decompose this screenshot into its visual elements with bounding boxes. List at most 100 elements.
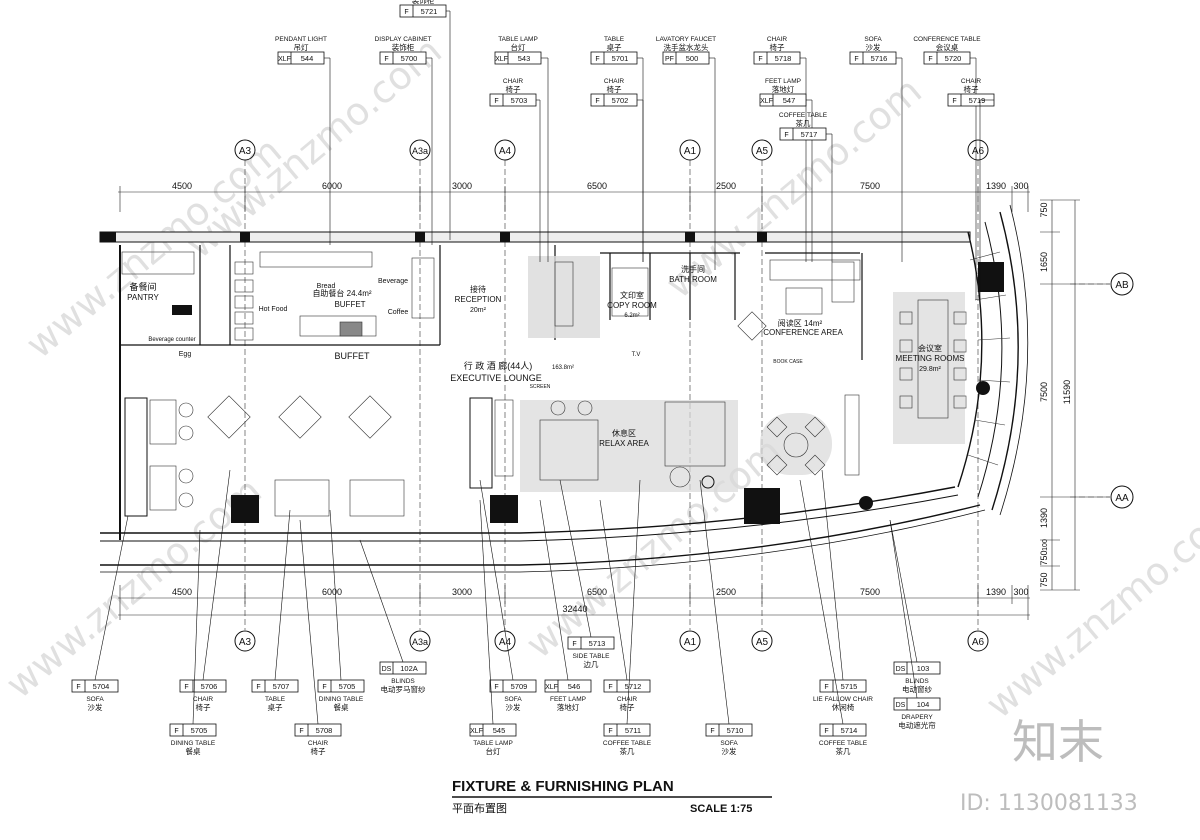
tag-code: F bbox=[256, 684, 260, 691]
tag-label: COFFEE TABLE bbox=[819, 740, 868, 747]
leader-line bbox=[274, 509, 291, 681]
grid-label: A3 bbox=[239, 146, 252, 157]
tag-label: CHAIR bbox=[617, 696, 638, 703]
tag-label-cn: 落地灯 bbox=[557, 702, 580, 712]
dim-total-label: 32440 bbox=[562, 604, 587, 614]
tag-number: 5704 bbox=[93, 682, 110, 691]
tag-label: LAVATORY FAUCET bbox=[656, 36, 716, 43]
dim-label: 2500 bbox=[716, 181, 736, 191]
tag-label: SOFA bbox=[86, 696, 104, 703]
leader-line bbox=[299, 519, 319, 725]
tag-number: 104 bbox=[917, 700, 930, 709]
room-label-relax-cn: 休息区 bbox=[612, 428, 636, 438]
tag-label-cn: 椅子 bbox=[311, 746, 326, 756]
watermark-layer: www.znzmo.com www.znzmo.com www.znzmo.co… bbox=[0, 28, 1200, 727]
leader-line bbox=[626, 479, 641, 725]
title-block: FIXTURE & FURNISHING PLAN 平面布置图 SCALE 1:… bbox=[452, 778, 772, 815]
tag-number: 5701 bbox=[612, 54, 629, 63]
tag-code: F bbox=[299, 728, 303, 735]
lounge-furniture bbox=[124, 259, 1004, 524]
leader-line bbox=[889, 519, 918, 663]
label-screen: SCREEN bbox=[530, 384, 551, 390]
pantry-area bbox=[121, 251, 435, 341]
tag-number: 5710 bbox=[727, 726, 744, 735]
tag-label: TABLE LAMP bbox=[498, 36, 538, 43]
label-coffee: Coffee bbox=[388, 309, 409, 316]
room-label-pantry-cn: 备餐间 bbox=[129, 281, 156, 292]
leader-line bbox=[599, 499, 628, 681]
label-bread: Bread bbox=[317, 283, 336, 290]
room-label-lounge-area: 163.8m² bbox=[552, 365, 574, 371]
dim-label: 750 bbox=[1039, 550, 1049, 565]
leader-line bbox=[329, 509, 342, 681]
dim-label: 7500 bbox=[860, 587, 880, 597]
dim-label: 3000 bbox=[452, 587, 472, 597]
tag-number: 5713 bbox=[589, 639, 606, 648]
watermark-text: www.znzmo.com bbox=[18, 128, 290, 367]
grid-label: A1 bbox=[684, 637, 697, 648]
tag-label: SOFA bbox=[504, 696, 522, 703]
tag-label: FEET LAMP bbox=[550, 696, 586, 703]
room-label-reception-area: 20m² bbox=[470, 307, 487, 314]
tag-code: F bbox=[784, 132, 788, 139]
dim-label: 1650 bbox=[1039, 252, 1049, 272]
room-label-copy-area: 6.2m² bbox=[624, 313, 639, 319]
tag-number: 543 bbox=[518, 54, 531, 63]
tag-number: 5720 bbox=[945, 54, 962, 63]
tag-label: CHAIR bbox=[961, 78, 982, 85]
leader-line bbox=[559, 479, 592, 638]
tag-code: F bbox=[608, 684, 612, 691]
leader-line bbox=[889, 519, 918, 699]
top-callouts: F5721DISPLAY CABINET装饰柜XLF544PENDANT LIG… bbox=[275, 0, 995, 300]
dim-label: 7500 bbox=[1039, 382, 1049, 402]
dim-label: 7500 bbox=[860, 181, 880, 191]
dim-label: 6000 bbox=[322, 587, 342, 597]
room-label-relax: RELAX AREA bbox=[599, 439, 649, 448]
tag-label-cn: 桌子 bbox=[268, 702, 283, 712]
tag-label-cn: 椅子 bbox=[607, 84, 622, 94]
brand-watermark: 知末 ID: 1130081133 bbox=[960, 715, 1138, 816]
tag-code: F bbox=[494, 98, 498, 105]
dim-label: 1390 bbox=[1039, 508, 1049, 528]
tag-label-cn: 椅子 bbox=[196, 702, 211, 712]
tag-label-cn: 沙发 bbox=[88, 702, 103, 712]
tag-number: 5707 bbox=[273, 682, 290, 691]
tag-number: 103 bbox=[917, 664, 930, 673]
dim-label: 6500 bbox=[587, 181, 607, 191]
tag-label: COFFEE TABLE bbox=[603, 740, 652, 747]
tag-label-cn: 椅子 bbox=[506, 84, 521, 94]
tag-code: DS bbox=[896, 666, 906, 673]
tag-label: CONFERENCE TABLE bbox=[913, 36, 981, 43]
leader-line bbox=[479, 479, 514, 681]
dim-label: 1390 bbox=[986, 587, 1006, 597]
room-label-bath-cn: 洗手间 bbox=[681, 264, 705, 274]
tag-code: F bbox=[322, 684, 326, 691]
tag-number: 547 bbox=[783, 96, 796, 105]
grid-label: A1 bbox=[684, 146, 697, 157]
tag-code: F bbox=[928, 56, 932, 63]
row-grid-bubbles: AB AA bbox=[1110, 272, 1134, 509]
room-label-copy: COPY ROOM bbox=[607, 301, 657, 310]
tag-number: 5709 bbox=[511, 682, 528, 691]
label-hot-food: Hot Food bbox=[259, 306, 288, 313]
tag-label: SOFA bbox=[720, 740, 738, 747]
tag-label-cn: 椅子 bbox=[770, 42, 785, 52]
room-label-lounge-cn: 行 政 酒 廊(44人) bbox=[464, 360, 533, 371]
tag-label-cn: 装饰柜 bbox=[412, 0, 435, 5]
dim-label: 4500 bbox=[172, 181, 192, 191]
tag-number: 5711 bbox=[625, 726, 641, 735]
grid-label: A3a bbox=[412, 146, 428, 156]
brand-logo-text: 知末 bbox=[1012, 715, 1104, 769]
